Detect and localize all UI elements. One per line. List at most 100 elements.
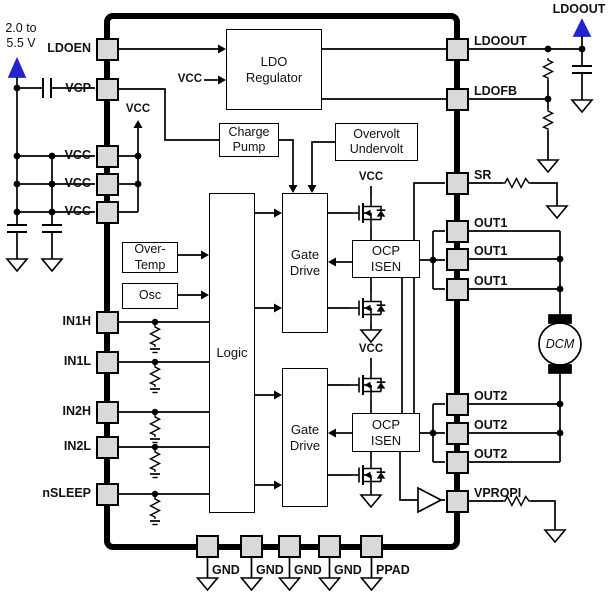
ground-icon (196, 577, 219, 591)
pin-in1l (95, 351, 119, 374)
vpropi-amp (399, 452, 445, 514)
sr-routing (401, 182, 445, 413)
pin-label-out1-b: OUT1 (474, 244, 508, 258)
opamp-icon (417, 486, 443, 514)
motor-external (468, 230, 582, 463)
pin-gnd-4 (318, 535, 341, 558)
pin-out2-a (445, 393, 469, 416)
resistor-icon (542, 57, 554, 81)
pin-label-sr: SR (474, 168, 492, 182)
pin-in1h (95, 311, 119, 334)
vcc-label-internal-rail: VCC (125, 103, 151, 115)
pin-label-out2-c: OUT2 (474, 447, 508, 461)
pin-gnd-2 (240, 535, 263, 558)
input-pulldown-in1l (118, 358, 209, 394)
pin-label-ldoout: LDOOUT (474, 34, 527, 48)
pin-out1-c (445, 278, 469, 301)
ldoout-capacitor-icon (572, 65, 592, 74)
pin-label-vcc-2: VCC (64, 176, 91, 190)
pin-label-out2-a: OUT2 (474, 389, 508, 403)
pin-vpropi (445, 490, 469, 513)
ldoout-external (468, 18, 593, 173)
block-logic: Logic (209, 193, 255, 513)
ldoout-arrow-icon (572, 18, 592, 37)
dc-motor-label: DCM (545, 337, 575, 351)
pin-sr (445, 172, 469, 195)
pin-ldoen (95, 38, 119, 61)
pin-label-vcc-1: VCC (64, 148, 91, 162)
input-pulldown-in2l (118, 443, 209, 479)
ground-icon (544, 529, 566, 543)
charge-pump-wiring (118, 88, 335, 193)
pin-label-nsleep: nSLEEP (42, 486, 91, 500)
pin-vcc-3 (95, 201, 119, 224)
pin-ppad (360, 535, 383, 558)
block-over-temp: Over- Temp (122, 242, 178, 273)
pin-label-gnd-4: GND (334, 563, 362, 577)
block-gate-drive-2: Gate Drive (282, 368, 328, 507)
pin-in2l (95, 436, 119, 459)
bottom-grounds (196, 558, 383, 591)
pin-vcc-2 (95, 173, 119, 196)
vcc-label-ldo-input: VCC (177, 73, 202, 85)
ground-icon (571, 99, 593, 113)
ldoout-rail-label: LDOOUT (552, 2, 606, 16)
pin-ldofb (445, 88, 469, 111)
pin-out2-b (445, 422, 469, 445)
pin-out1-a (445, 220, 469, 243)
pin-vcp (95, 78, 119, 101)
vcc-label-hs2: VCC (358, 343, 384, 355)
pin-vcc-1 (95, 145, 119, 168)
pin-out2-c (445, 451, 469, 474)
vcc-label-hs1: VCC (358, 171, 384, 183)
pin-label-gnd-2: GND (256, 563, 284, 577)
half-bridge-1 (328, 186, 445, 343)
ground-icon (360, 577, 383, 591)
pin-label-in1h: IN1H (62, 314, 91, 328)
ground-icon (537, 159, 559, 173)
pin-ldoout (445, 38, 469, 61)
ground-icon (278, 577, 301, 591)
pin-label-in1l: IN1L (63, 354, 91, 368)
pin-label-vcp: VCP (65, 81, 91, 95)
block-ldo-regulator: LDO Regulator (226, 29, 322, 110)
sr-external (468, 177, 568, 219)
pin-label-ppad: PPAD (376, 563, 410, 577)
pin-gnd-1 (196, 535, 219, 558)
pin-nsleep (95, 483, 119, 506)
block-ocp-isen-2: OCP ISEN (352, 413, 420, 452)
input-pulldown-nsleep (118, 490, 209, 526)
pin-label-vpropi: VPROPI (474, 486, 522, 500)
pin-label-vcc-3: VCC (64, 204, 91, 218)
logic-output-wiring (255, 208, 282, 490)
resistor-icon (542, 108, 554, 132)
motor-terminal (548, 364, 572, 374)
pin-label-in2h: IN2H (62, 404, 91, 418)
pin-label-ldofb: LDOFB (474, 84, 518, 98)
logic-input-wiring (118, 250, 209, 526)
pin-label-gnd-1: GND (212, 563, 240, 577)
supply-range-label: 2.0 to 5.5 V (5, 21, 37, 50)
pin-label-out1-c: OUT1 (474, 274, 508, 288)
junction-dots (13, 84, 56, 216)
pin-label-out1-a: OUT1 (474, 216, 508, 230)
block-osc: Osc (122, 283, 178, 309)
pin-out1-b (445, 248, 469, 271)
input-pulldown-in1h (118, 318, 209, 354)
ldo-wiring (118, 44, 446, 100)
supply-arrow-icon (7, 56, 27, 78)
vpropi-external (468, 495, 566, 543)
block-ocp-isen-1: OCP ISEN (352, 240, 420, 278)
pin-label-gnd-3: GND (294, 563, 322, 577)
ground-icon (6, 258, 28, 272)
half-bridge-2 (328, 358, 445, 508)
ground-icon (240, 577, 263, 591)
pin-gnd-3 (278, 535, 301, 558)
block-overvolt-undervolt: Overvolt Undervolt (335, 123, 418, 161)
bypass-capacitor-1-icon (7, 224, 27, 233)
motor-terminal (548, 314, 572, 324)
ground-icon (546, 205, 568, 219)
resistor-icon (502, 177, 532, 189)
